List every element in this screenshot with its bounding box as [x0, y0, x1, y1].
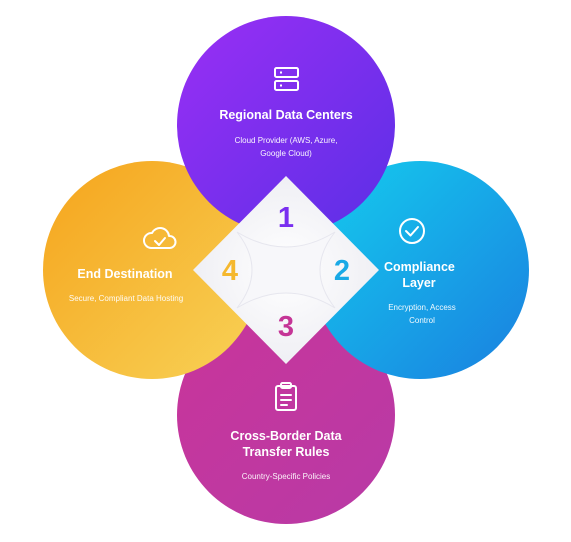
step-number-4: 4 [221, 255, 239, 287]
clipboard-icon [275, 382, 297, 411]
circle-compliance [311, 161, 529, 379]
check-circle-icon [399, 218, 425, 244]
compliance-layer-title: Compliance Layer [384, 260, 455, 290]
end-destination-title: End Destination [77, 267, 173, 281]
regional-data-centers-subtitle: Cloud Provider (AWS, Azure, Google Cloud… [234, 136, 338, 158]
cross-border-subtitle: Country-Specific Policies [241, 472, 331, 481]
step-number-1: 1 [277, 202, 295, 234]
circle-end-destination [43, 161, 261, 379]
center-petals [236, 231, 336, 309]
regional-data-centers-title: Regional Data Centers [219, 108, 353, 122]
cloud-check-icon [143, 227, 177, 249]
end-destination-subtitle: Secure, Compliant Data Hosting [68, 294, 184, 303]
cross-border-title: Cross-Border Data Transfer Rules [230, 429, 342, 459]
step-number-3: 3 [277, 311, 295, 343]
circle-cross-border [177, 306, 395, 524]
circle-regional-data-centers [177, 16, 395, 234]
step-number-2: 2 [333, 255, 351, 287]
server-icon [274, 67, 299, 91]
compliance-layer-subtitle: Encryption, Access Control [388, 303, 456, 325]
